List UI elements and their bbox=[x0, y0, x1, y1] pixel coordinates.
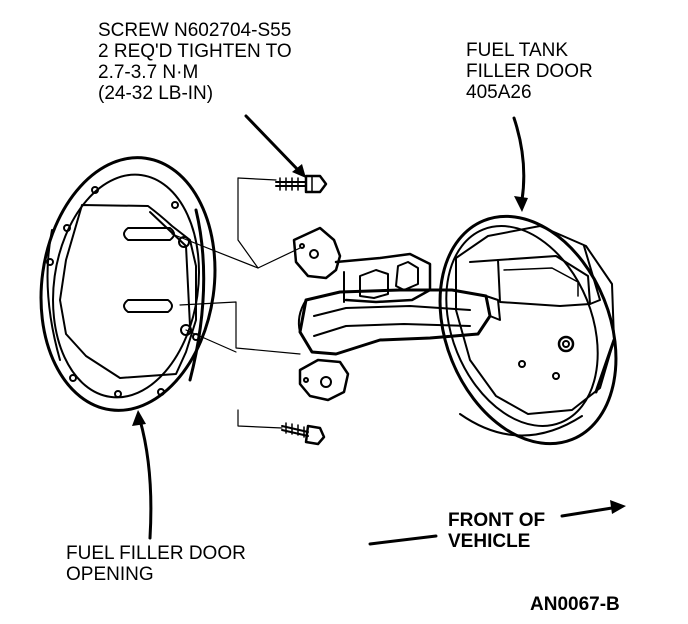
front-of-vehicle-line-1: FRONT OF bbox=[448, 510, 546, 531]
screw-callout-line-3: 2.7-3.7 N·M bbox=[98, 62, 199, 83]
front-of-vehicle-label: FRONT OF VEHICLE bbox=[448, 510, 545, 552]
screw-callout-line-4: (24-32 LB-IN) bbox=[98, 83, 214, 104]
exploded-leaders bbox=[171, 177, 301, 429]
screw-upper bbox=[275, 174, 328, 194]
door-opening-ring bbox=[39, 156, 217, 412]
filler-door-callout: FUEL TANK FILLER DOOR 405A26 bbox=[466, 40, 593, 103]
figure-code: AN0067-B bbox=[530, 594, 620, 615]
filler-door bbox=[438, 214, 618, 446]
front-of-vehicle-line-2: VEHICLE bbox=[448, 531, 531, 552]
door-opening-callout: FUEL FILLER DOOR OPENING bbox=[66, 543, 246, 585]
screw-callout-line-1: SCREW N602704-S55 bbox=[98, 20, 292, 41]
arrow-heads bbox=[132, 164, 626, 514]
door-opening-callout-line-2: OPENING bbox=[66, 564, 154, 585]
hinge-arm bbox=[297, 288, 501, 356]
filler-door-callout-line-1: FUEL TANK bbox=[466, 40, 569, 61]
screw-callout-line-2: 2 REQ'D TIGHTEN TO bbox=[98, 41, 292, 62]
callout-arrows bbox=[138, 114, 614, 546]
filler-door-callout-line-2: FILLER DOOR bbox=[466, 61, 593, 82]
screw-lower bbox=[281, 422, 326, 446]
door-opening-callout-line-1: FUEL FILLER DOOR bbox=[66, 543, 246, 564]
filler-door-callout-line-3: 405A26 bbox=[466, 82, 532, 103]
screw-callout: SCREW N602704-S55 2 REQ'D TIGHTEN TO 2.7… bbox=[98, 20, 292, 104]
hinge-bracket bbox=[292, 226, 432, 402]
